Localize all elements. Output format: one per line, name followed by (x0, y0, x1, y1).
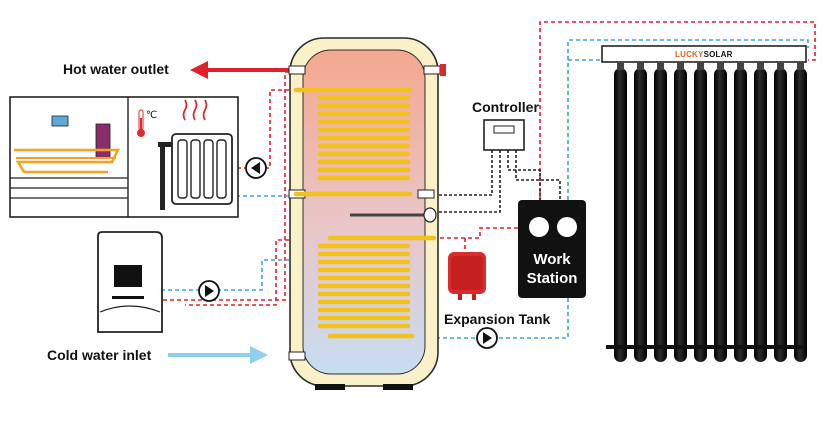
tube-cap (757, 62, 764, 70)
pump-icon (245, 157, 267, 179)
controller-wire-1 (432, 150, 493, 196)
controller-wire-4 (515, 150, 561, 200)
collector-cold-pipe (567, 59, 600, 200)
tank-fitting (417, 189, 435, 199)
tube-cap (637, 62, 644, 70)
vacuum-tube (734, 68, 747, 362)
thermometer-icon (137, 109, 145, 137)
tube-cap (677, 62, 684, 70)
controller (483, 119, 525, 151)
cold-water-inlet-label: Cold water inlet (47, 347, 152, 363)
tank-valve (440, 64, 446, 76)
boiler-return (124, 259, 296, 312)
expansion-tank (448, 252, 486, 300)
collector-bottom-rail (606, 345, 804, 349)
room-door (95, 123, 111, 159)
boiler-flow (185, 239, 296, 306)
thermometer-unit: ℃ (146, 110, 158, 121)
solar-loop-cold (412, 298, 569, 339)
work-station (518, 200, 586, 298)
collector-cold-pipe-2 (567, 39, 809, 60)
tube-cap (737, 62, 744, 70)
vacuum-tube (654, 68, 667, 362)
vacuum-tube (634, 68, 647, 362)
vacuum-tube (754, 68, 767, 362)
vacuum-tube (694, 68, 707, 362)
tube-cap (657, 62, 664, 70)
tank-foot (383, 384, 413, 390)
brand-logo: LUCKYSOLAR (675, 50, 733, 59)
hot-water-outlet-label: Hot water outlet (63, 61, 169, 77)
arrow-right-icon (250, 346, 268, 364)
room-window (51, 115, 69, 127)
tube-cap (777, 62, 784, 70)
room-panel (9, 96, 239, 218)
tank-fitting (288, 351, 306, 361)
collector-hot-pipe (539, 21, 816, 200)
boiler-display (114, 265, 142, 287)
controller-label: Controller (472, 99, 539, 115)
hot-water-outlet (190, 61, 296, 79)
upper-coil (293, 87, 413, 197)
pump-icon (198, 280, 220, 302)
vacuum-tube (674, 68, 687, 362)
pipes (124, 21, 816, 339)
radiator-icon (158, 133, 233, 210)
pump-icon (476, 327, 498, 349)
expansion-tank-label: Expansion Tank (444, 311, 551, 327)
heat-waves-icon (182, 99, 208, 121)
lower-coil (317, 235, 437, 339)
floor-heating (14, 148, 121, 174)
vacuum-tube (774, 68, 787, 362)
tank-fitting (423, 65, 441, 75)
solar-loop-hot (412, 227, 518, 239)
solar-collector (601, 45, 807, 362)
boiler-icon (97, 231, 163, 333)
controller-wire-3 (507, 150, 541, 200)
arrow-left-icon (190, 61, 208, 79)
controller-display (493, 125, 515, 134)
work-station-label-line2: Station (526, 270, 578, 287)
vacuum-tube (714, 68, 727, 362)
tube-cap (697, 62, 704, 70)
radiator-flow (238, 89, 296, 169)
tank-fitting (288, 65, 306, 75)
tube-cap (797, 62, 804, 70)
brand-logo-part2: SOLAR (703, 50, 733, 59)
tube-cap (717, 62, 724, 70)
cold-water-inlet (168, 346, 268, 364)
vacuum-tube (794, 68, 807, 362)
work-station-label-line1: Work (533, 251, 571, 268)
tank-foot (315, 384, 345, 390)
brand-logo-part1: LUCKY (675, 50, 704, 59)
controller-wire-2 (432, 150, 501, 213)
tube-cap (617, 62, 624, 70)
vacuum-tube (614, 68, 627, 362)
work-station-label: Work Station (518, 250, 586, 288)
